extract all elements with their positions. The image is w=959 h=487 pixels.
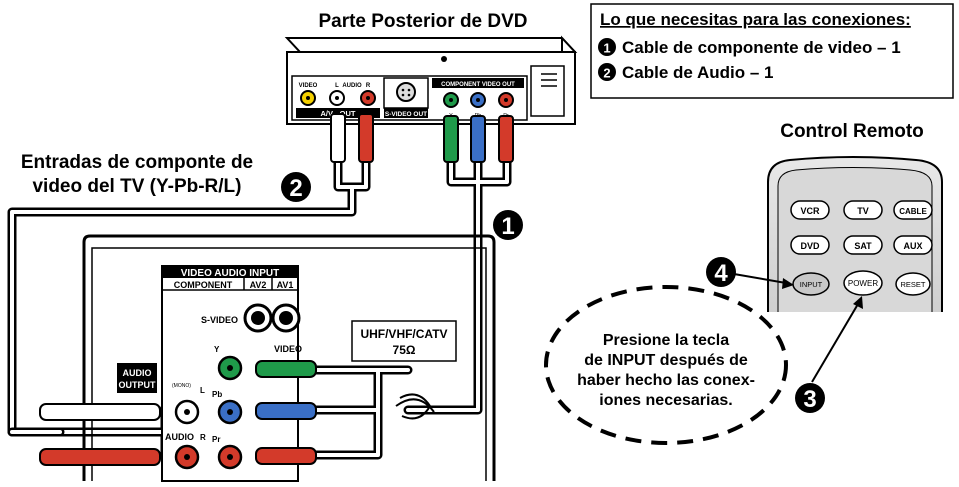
requirements-box: Lo que necesitas para las conexiones: 1 … xyxy=(590,3,954,99)
svg-text:INPUT: INPUT xyxy=(800,280,823,289)
requirement-item-2: 2 Cable de Audio – 1 xyxy=(598,63,773,82)
step-marker-4: 4 xyxy=(706,257,736,287)
svg-text:RESET: RESET xyxy=(900,280,925,289)
callout-line-2: de INPUT después de xyxy=(584,352,748,369)
dvd-jack-label-video: VIDEO xyxy=(299,83,318,89)
tv-video-label: VIDEO xyxy=(274,344,302,354)
tv-video-audio-input-label: VIDEO AUDIO INPUT xyxy=(181,268,280,279)
svg-text:1: 1 xyxy=(501,213,514,240)
callout-line-3: haber hecho las conex- xyxy=(577,372,755,389)
dvd-jack-label-r: R xyxy=(366,83,371,89)
tv-uhf-label-1: UHF/VHF/CATV xyxy=(360,327,447,341)
remote-button-reset[interactable]: RESET xyxy=(895,272,931,296)
tv-audio-l-label: L xyxy=(200,386,205,395)
svg-text:SAT: SAT xyxy=(854,241,872,251)
step-marker-1: 1 xyxy=(493,210,523,240)
dvd-player: VIDEO L AUDIO R A/V - OUT S-VIDEO OUT CO… xyxy=(284,35,578,125)
tv-input-label-line2: video del TV (Y-Pb-R/L) xyxy=(32,176,241,197)
tv-pb-label: Pb xyxy=(212,390,222,399)
svg-text:POWER: POWER xyxy=(848,279,878,288)
arrow-to-input xyxy=(733,273,794,289)
remote-button-vcr[interactable]: VCR xyxy=(790,200,830,220)
remote-button-power[interactable]: POWER xyxy=(843,270,883,296)
remote-button-sat[interactable]: SAT xyxy=(843,235,883,255)
svg-text:CABLE: CABLE xyxy=(899,207,927,216)
tv-audio-label: AUDIO xyxy=(165,432,194,442)
arrow-to-power xyxy=(811,296,863,383)
dvd-title: Parte Posterior de DVD xyxy=(318,11,527,32)
instruction-callout: Presione la tecla de INPUT después de ha… xyxy=(544,285,788,445)
tv-y-label: Y xyxy=(214,345,220,354)
svg-text:2: 2 xyxy=(289,175,302,202)
svg-text:3: 3 xyxy=(803,386,816,413)
dvd-plugs xyxy=(330,113,514,163)
svg-text:TV: TV xyxy=(857,206,869,216)
tv-av2-label: AV2 xyxy=(250,280,267,290)
tv-plugs xyxy=(39,360,317,466)
tv-mono-label: (MONO) xyxy=(172,383,191,389)
svg-text:4: 4 xyxy=(714,260,728,287)
tv-audio-r-label: R xyxy=(200,433,206,442)
tv-pr-label: Pr xyxy=(212,435,220,444)
svg-text:AUX: AUX xyxy=(903,241,922,251)
tv-back-panel: VIDEO AUDIO INPUT COMPONENT AV2 AV1 S-VI… xyxy=(82,234,496,482)
step-marker-3: 3 xyxy=(795,383,825,413)
dvd-jack-label-audio: AUDIO xyxy=(342,83,362,89)
remote-button-tv[interactable]: TV xyxy=(843,200,883,220)
requirement-text-2: Cable de Audio – 1 xyxy=(622,63,773,82)
remote-button-dvd[interactable]: DVD xyxy=(790,235,830,255)
dvd-svideo-out-label: S-VIDEO OUT xyxy=(385,111,427,118)
step-marker-2: 2 xyxy=(281,172,311,202)
remote-button-input[interactable]: INPUT xyxy=(792,272,830,296)
callout-line-4: iones necesarias. xyxy=(599,392,732,409)
requirement-text-1: Cable de componente de video – 1 xyxy=(622,38,901,57)
tv-av1-label: AV1 xyxy=(277,280,294,290)
tv-input-label-line1: Entradas de componte de xyxy=(21,152,253,173)
remote-button-cable[interactable]: CABLE xyxy=(893,200,933,220)
requirements-heading: Lo que necesitas para las conexiones: xyxy=(600,10,911,29)
svg-text:DVD: DVD xyxy=(800,241,820,251)
tv-uhf-label-2: 75Ω xyxy=(393,343,416,357)
tv-svideo-label: S-VIDEO xyxy=(201,315,238,325)
remote-button-aux[interactable]: AUX xyxy=(893,235,933,255)
dvd-component-out-label: COMPONENT VIDEO OUT xyxy=(441,82,515,88)
requirement-number-1: 1 xyxy=(603,41,610,56)
callout-line-1: Presione la tecla xyxy=(603,332,729,349)
requirement-number-2: 2 xyxy=(603,66,610,81)
tv-component-label: COMPONENT xyxy=(174,280,233,290)
dvd-svideo-out-jack xyxy=(396,82,416,102)
requirement-item-1: 1 Cable de componente de video – 1 xyxy=(598,38,901,57)
tv-audio-output-label-1: AUDIO xyxy=(123,368,152,378)
tv-audio-output-label-2: OUTPUT xyxy=(119,380,157,390)
dvd-jack-label-l: L xyxy=(335,83,339,89)
svg-text:VCR: VCR xyxy=(800,206,820,216)
remote-title: Control Remoto xyxy=(780,121,924,142)
